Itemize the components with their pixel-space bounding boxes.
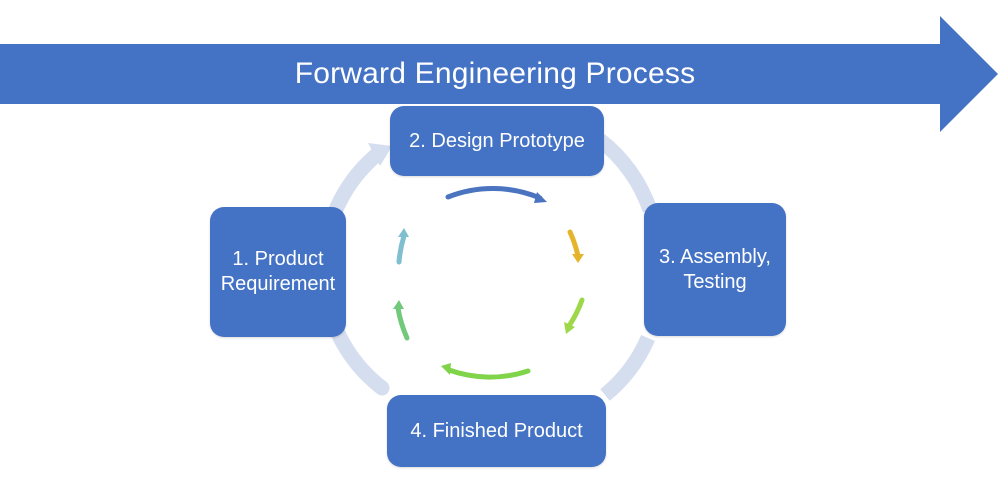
inner-arrow-right-top — [567, 229, 581, 259]
inner-arrow-right-bottom — [566, 297, 585, 329]
step-box-finished-product: 4. Finished Product — [387, 395, 606, 467]
inner-arrow-bottom — [446, 367, 531, 380]
inner-arrow-left-top — [396, 233, 407, 265]
banner-title: Forward Engineering Process — [294, 57, 696, 90]
inner-arrow-left-bottom — [395, 305, 410, 341]
outer-ring-arrowhead — [368, 143, 392, 166]
step-box-product-requirement: 1. Product Requirement — [210, 207, 346, 337]
step-label-finished-product: 4. Finished Product — [410, 419, 583, 442]
inner-arrow-left-bottom-head — [393, 300, 404, 309]
inner-arrow-top — [445, 186, 543, 201]
outer-ring-arc-right — [595, 134, 658, 213]
inner-arrow-right-top-head — [572, 254, 584, 263]
banner-arrow — [0, 16, 998, 132]
outer-ring-arc-right-lower — [600, 334, 655, 401]
step-label-design-prototype: 2. Design Prototype — [409, 129, 585, 152]
inner-arrow-bottom-head — [441, 363, 451, 375]
step-label-product-requirement: 1. Product Requirement — [220, 248, 336, 295]
step-box-assembly-testing: 3. Assembly, Testing — [644, 203, 786, 336]
step-box-design-prototype: 2. Design Prototype — [390, 106, 604, 176]
inner-arrow-right-bottom-head — [564, 322, 575, 334]
inner-arrow-left-top-head — [398, 228, 409, 237]
inner-arrow-top-head — [534, 192, 547, 203]
step-label-assembly-testing: 3. Assembly, Testing — [659, 245, 771, 293]
